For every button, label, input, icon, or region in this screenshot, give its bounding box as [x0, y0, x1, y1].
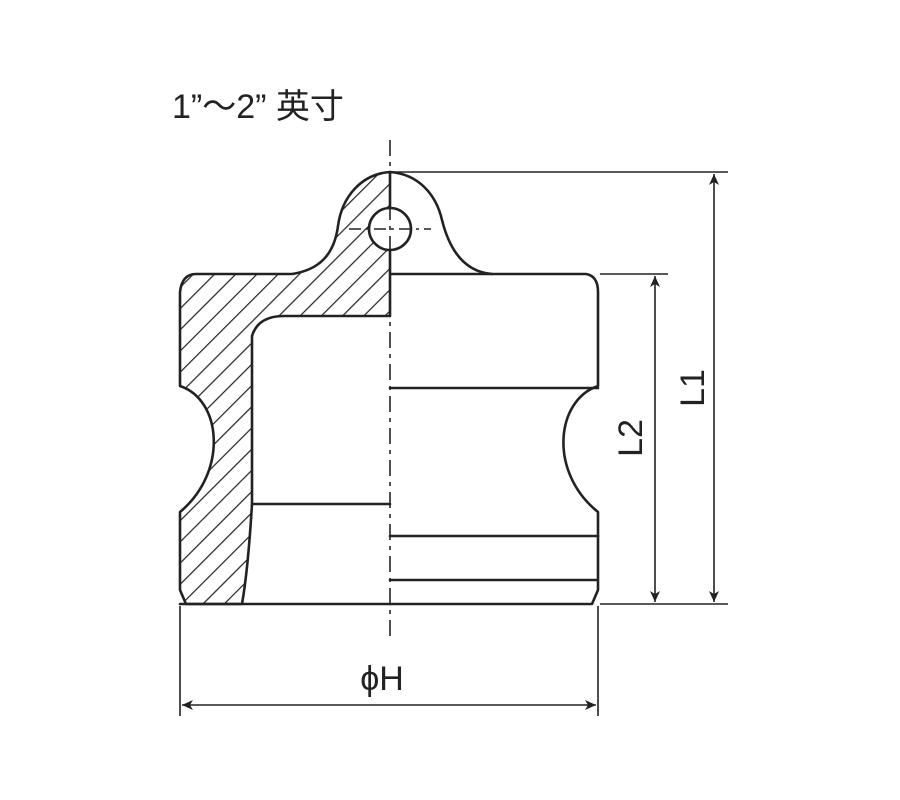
dimension-l2-label: L2 [612, 419, 650, 457]
drawing-title: 1”～2” 英寸 [172, 88, 344, 126]
outer-profile-right [388, 170, 494, 276]
hatched-section [178, 170, 392, 606]
dimension-l1-label: L1 [674, 369, 712, 407]
dimension-h-label: ϕH [360, 660, 404, 698]
outer-body-right [388, 272, 600, 606]
